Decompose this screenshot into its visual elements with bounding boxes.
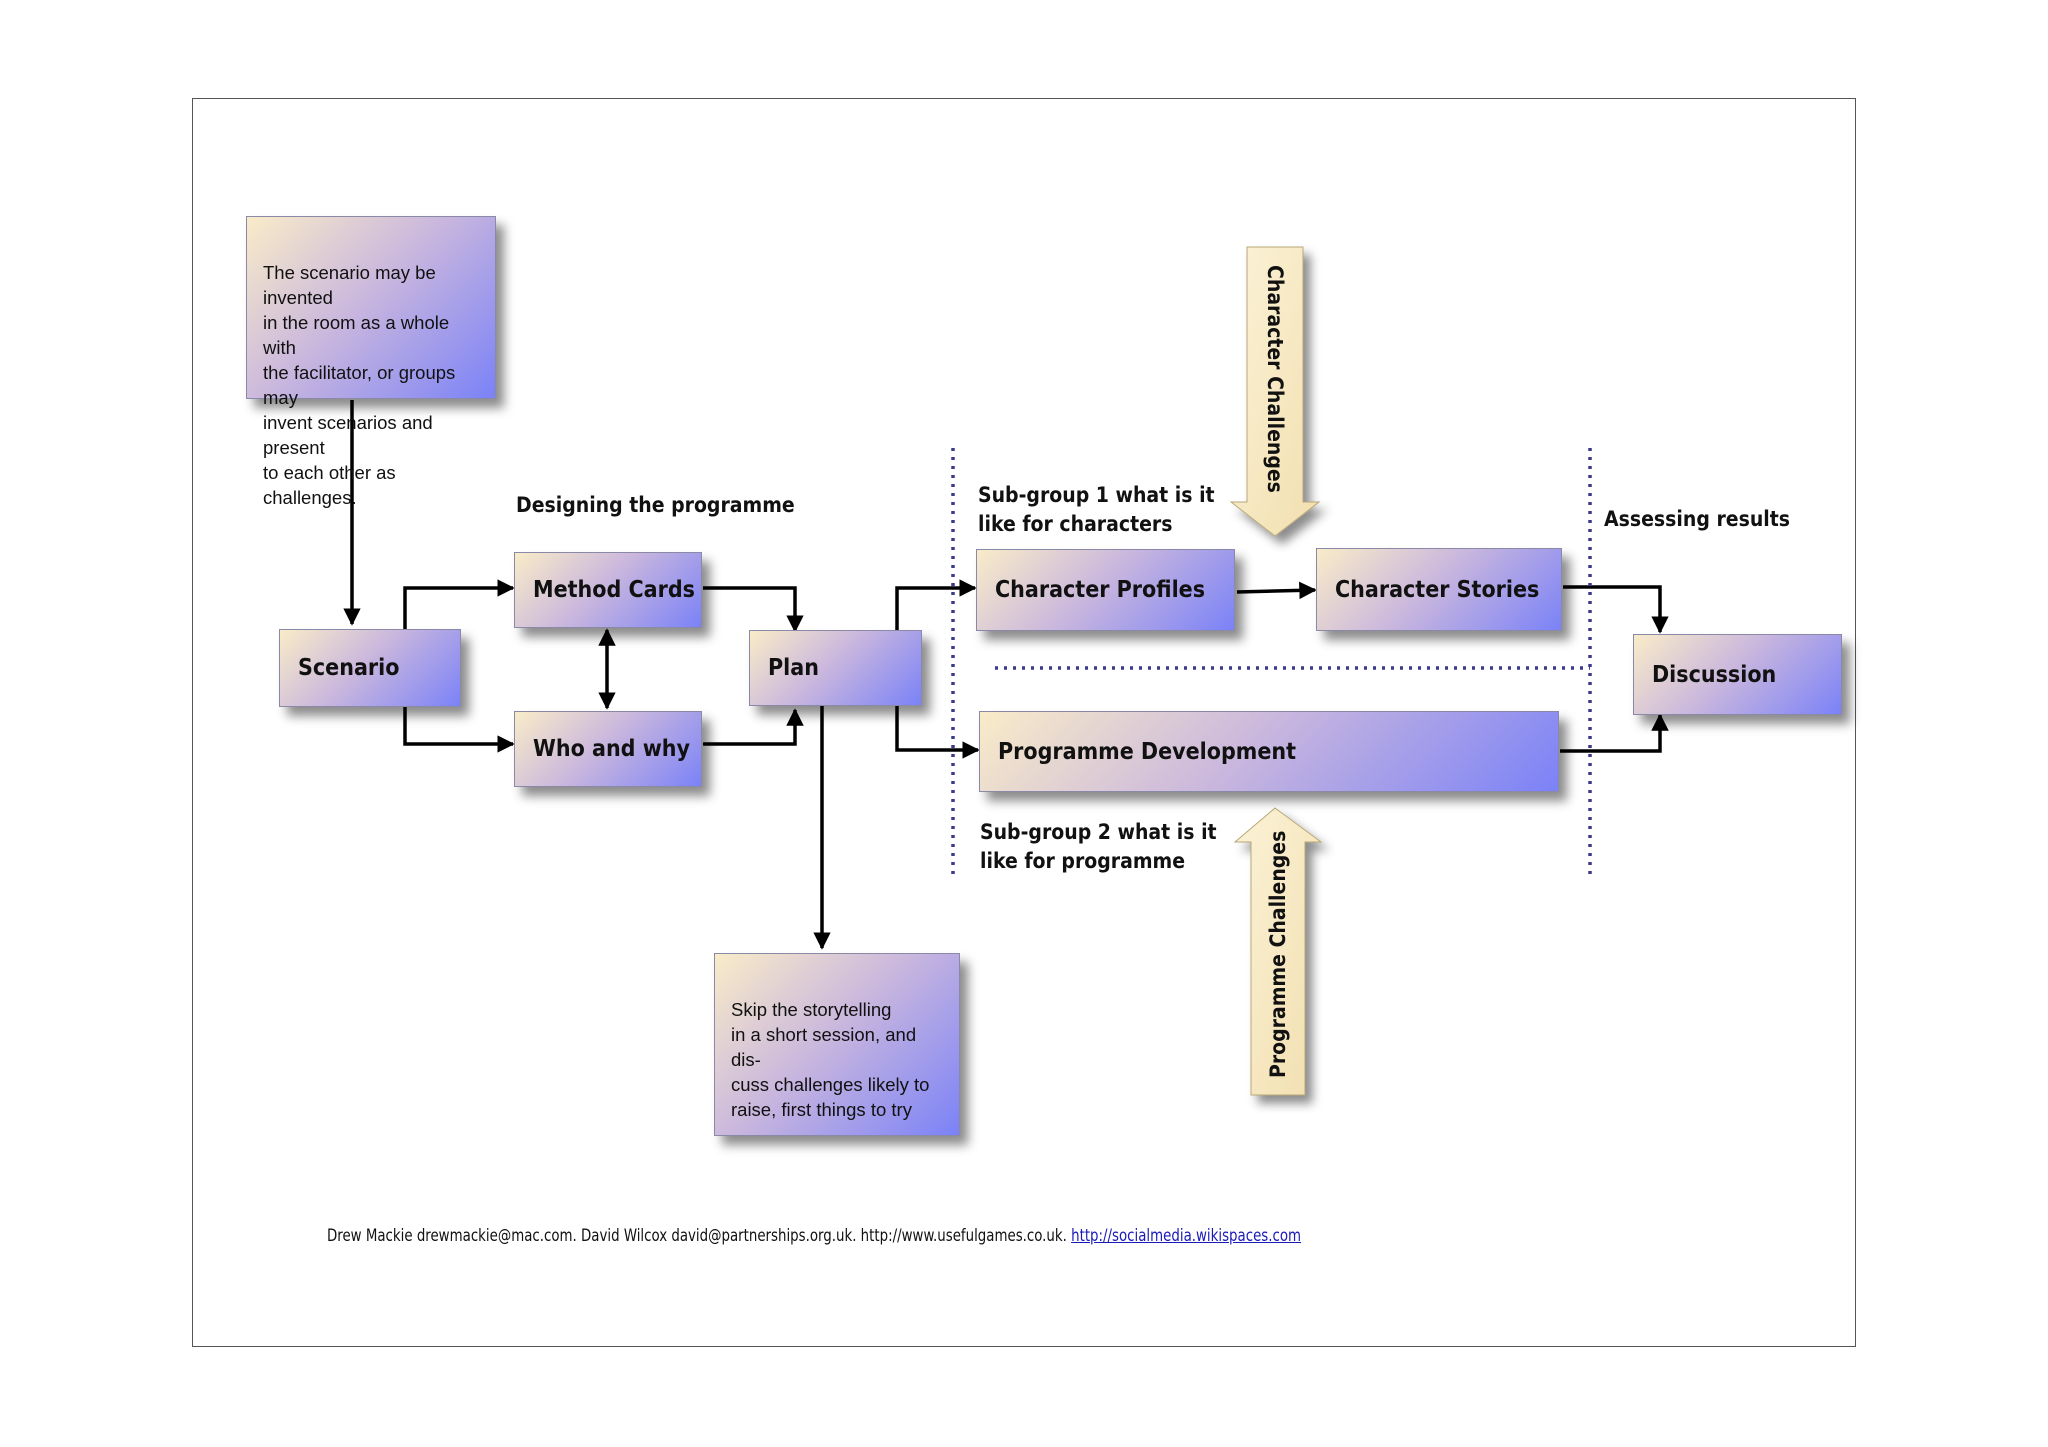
arrow-plan-to-programme-development bbox=[895, 706, 980, 759]
arrow-who-and-why-to-plan bbox=[703, 708, 804, 746]
method-cards-box: Method Cards bbox=[514, 552, 702, 628]
character-stories-label: Character Stories bbox=[1335, 576, 1540, 603]
programme-development-label: Programme Development bbox=[998, 738, 1297, 765]
character-challenges-label: Character Challenges bbox=[1263, 265, 1287, 493]
character-profiles-box: Character Profiles bbox=[976, 549, 1235, 631]
programme-challenges-arrow bbox=[1233, 807, 1323, 1096]
scenario-box: Scenario bbox=[279, 629, 461, 707]
arrow-profiles-to-stories bbox=[1236, 581, 1317, 600]
subgroup-2-heading: Sub-group 2 what is it like for programm… bbox=[980, 820, 1217, 873]
programme-challenges-label: Programme Challenges bbox=[1266, 831, 1290, 1078]
plan-box: Plan bbox=[749, 630, 922, 706]
character-stories-box: Character Stories bbox=[1316, 548, 1562, 631]
discussion-label: Discussion bbox=[1652, 661, 1777, 688]
arrow-scenario-to-method-cards bbox=[403, 579, 515, 630]
arrow-stories-to-discussion bbox=[1563, 585, 1669, 634]
credits-footer: Drew Mackie drewmackie@mac.com. David Wi… bbox=[327, 1226, 1301, 1245]
character-profiles-label: Character Profiles bbox=[995, 577, 1206, 603]
plan-label: Plan bbox=[768, 655, 819, 681]
wikispaces-link[interactable]: http://socialmedia.wikispaces.com bbox=[1071, 1226, 1302, 1245]
skip-storytelling-note: Skip the storytelling in a short session… bbox=[714, 953, 960, 1136]
scenario-note-text: The scenario may be invented in the room… bbox=[263, 262, 456, 508]
arrow-scenario-to-who-and-why bbox=[403, 706, 515, 753]
character-challenges-arrow bbox=[1229, 246, 1321, 537]
credits-text: Drew Mackie drewmackie@mac.com. David Wi… bbox=[327, 1226, 1072, 1245]
who-and-why-box: Who and why bbox=[514, 711, 702, 787]
scenario-label: Scenario bbox=[298, 655, 400, 681]
arrow-programme-to-discussion bbox=[1560, 713, 1669, 753]
page-frame bbox=[192, 98, 1856, 1347]
subgroup-1-heading: Sub-group 1 what is it like for characte… bbox=[978, 483, 1215, 536]
skip-note-text: Skip the storytelling in a short session… bbox=[731, 999, 930, 1120]
assessing-results-heading: Assessing results bbox=[1604, 507, 1791, 531]
programme-development-box: Programme Development bbox=[979, 711, 1559, 792]
who-and-why-label: Who and why bbox=[533, 736, 691, 762]
designing-programme-heading: Designing the programme bbox=[516, 493, 795, 517]
arrow-method-cards-to-plan bbox=[703, 586, 804, 633]
scenario-note: The scenario may be invented in the room… bbox=[246, 216, 496, 508]
discussion-box: Discussion bbox=[1633, 634, 1842, 715]
method-cards-label: Method Cards bbox=[533, 577, 695, 603]
arrow-plan-to-character-profiles bbox=[895, 579, 977, 630]
